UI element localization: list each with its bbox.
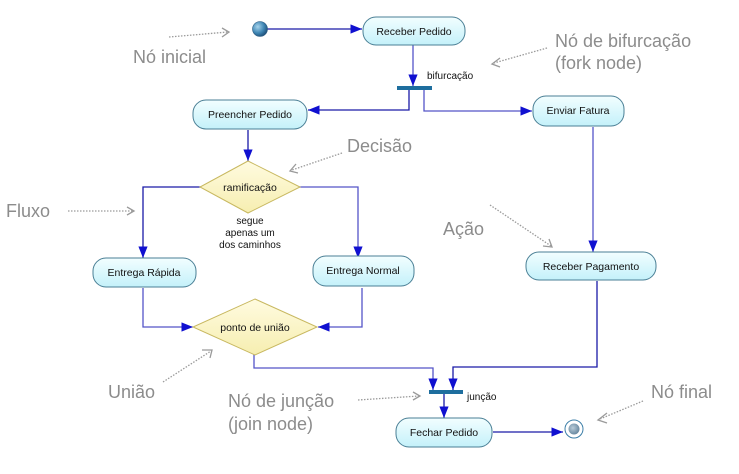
annotation-decisao: Decisão <box>288 136 412 174</box>
merge-node[interactable]: ponto de união <box>191 298 319 356</box>
action-label: Preencher Pedido <box>208 109 292 121</box>
initial-node[interactable] <box>252 21 268 37</box>
join-label: junção <box>466 392 497 403</box>
decision-node[interactable]: ramificação <box>198 160 302 214</box>
flow-fork-to-enviar-fatura[interactable] <box>423 90 532 116</box>
action-entrega-normal[interactable]: Entrega Normal <box>312 255 415 287</box>
action-label: Enviar Fatura <box>546 105 609 117</box>
flow-fork-to-preencher-pedido[interactable] <box>308 90 410 115</box>
annotation-uniao: União <box>108 349 213 402</box>
flow-entrega-rapida-to-merge[interactable] <box>142 288 193 332</box>
svg-text:apenas um: apenas um <box>225 228 274 239</box>
flow-decision-to-entrega-normal[interactable] <box>298 186 363 258</box>
svg-text:(fork node): (fork node) <box>555 53 642 73</box>
svg-text:Fluxo: Fluxo <box>6 201 50 221</box>
flow-receber-pagamento-to-join[interactable] <box>448 281 598 390</box>
action-preencher-pedido[interactable]: Preencher Pedido <box>192 99 308 130</box>
annotation-fork-node: Nó de bifurcação (fork node) <box>490 31 691 73</box>
flows <box>138 24 598 437</box>
annotation-no-inicial: Nó inicial <box>133 27 231 67</box>
final-node[interactable] <box>564 419 584 439</box>
fork-label: bifurcação <box>427 71 474 82</box>
action-enviar-fatura[interactable]: Enviar Fatura <box>532 95 625 127</box>
action-receber-pedido[interactable]: Receber Pedido <box>362 16 466 46</box>
action-label: Receber Pagamento <box>543 261 639 273</box>
action-entrega-rapida[interactable]: Entrega Rápida <box>92 257 197 288</box>
action-label: Entrega Normal <box>326 265 400 277</box>
svg-text:União: União <box>108 382 155 402</box>
flow-decision-to-entrega-rapida[interactable] <box>138 186 202 258</box>
join-node[interactable] <box>429 390 463 394</box>
svg-text:Nó final: Nó final <box>651 382 712 402</box>
svg-text:Nó de bifurcação: Nó de bifurcação <box>555 31 691 51</box>
svg-text:Nó de junção: Nó de junção <box>228 391 334 411</box>
flow-merge-to-join[interactable] <box>253 352 438 390</box>
decision-note: segue apenas um dos caminhos <box>219 216 281 251</box>
svg-text:Nó inicial: Nó inicial <box>133 47 206 67</box>
action-label: Entrega Rápida <box>108 267 181 279</box>
annotation-fluxo: Fluxo <box>6 201 136 221</box>
svg-text:(join node): (join node) <box>228 414 313 434</box>
svg-text:segue: segue <box>236 216 264 227</box>
svg-text:dos caminhos: dos caminhos <box>219 240 281 251</box>
annotation-no-final: Nó final <box>596 382 712 424</box>
flow-entrega-normal-to-merge[interactable] <box>318 288 363 332</box>
decision-label: ramificação <box>223 182 277 194</box>
merge-label: ponto de união <box>220 322 290 334</box>
annotation-acao: Ação <box>443 204 553 248</box>
svg-text:Ação: Ação <box>443 219 484 239</box>
fork-node[interactable] <box>397 86 432 90</box>
action-fechar-pedido[interactable]: Fechar Pedido <box>395 417 493 448</box>
svg-text:Decisão: Decisão <box>347 136 412 156</box>
action-label: Fechar Pedido <box>410 427 478 439</box>
action-label: Receber Pedido <box>376 26 451 38</box>
annotation-join-node: Nó de junção (join node) <box>228 391 422 434</box>
action-receber-pagamento[interactable]: Receber Pagamento <box>525 251 657 281</box>
